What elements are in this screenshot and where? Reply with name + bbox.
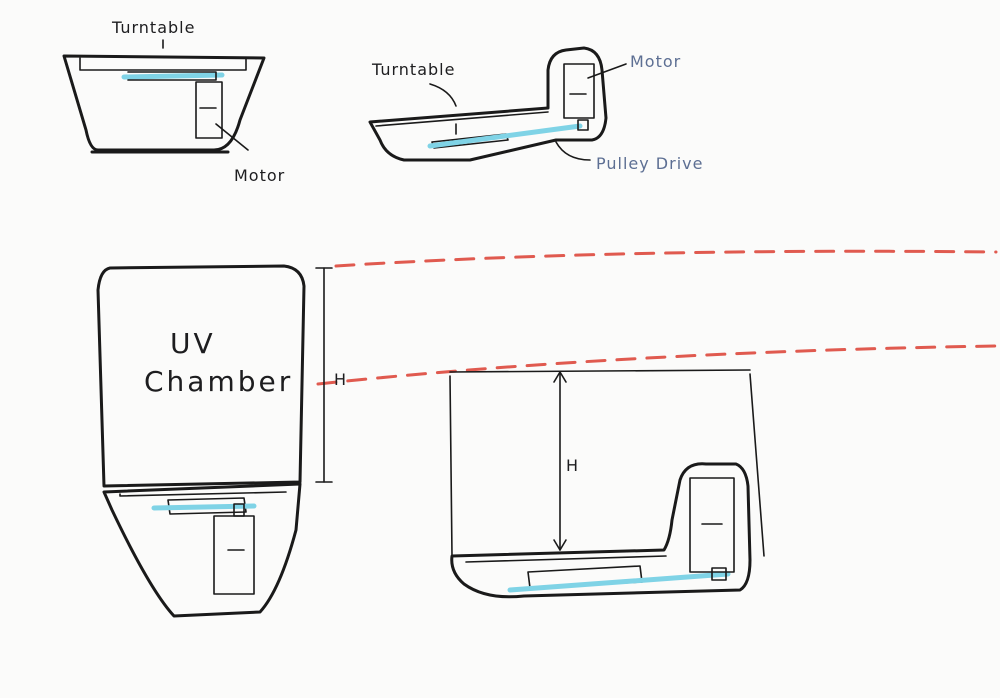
pulley-belt [151,503,257,511]
height-guide-lines [316,249,998,386]
base-side-view-offset [368,46,627,162]
motor-box [689,477,735,573]
chamber-base-outline [102,482,302,618]
turntable-plate [465,555,667,563]
base-side-view-small [62,39,266,154]
belt-housing [127,71,217,81]
turntable-label: Turntable [372,60,456,79]
base-outline [62,54,266,152]
motor-label: Motor [234,166,286,185]
base-offset-outline [368,46,608,162]
uv-label: UV [170,327,216,360]
pulley-belt [121,72,225,80]
top-guide-line [334,249,998,268]
height-label: H [566,456,580,475]
uv-chamber-box [96,264,306,488]
motor-leader [587,63,627,79]
motor-pulley [711,567,727,581]
chamber-label: Chamber [144,365,294,398]
height-arrow-top [553,371,567,383]
pulley-drive-leader [555,141,591,161]
motor-box [195,81,223,139]
pulley-belt [507,571,731,593]
pulley-drive-label: Pulley Drive [596,154,704,173]
bottom-guide-line [316,344,998,386]
height-arrow-bottom [553,539,567,551]
turntable-leader [429,83,457,107]
pulley-belt [427,123,583,149]
motor-leader [215,123,249,151]
motor-box [563,63,595,119]
chamber-right-wall [749,373,765,557]
motor-pulley [577,119,589,131]
motor-label: Motor [630,52,682,71]
offset-base-assembly [449,369,765,599]
turntable-plate [119,491,287,497]
motor-pulley [233,503,245,517]
turntable-plate [375,111,549,127]
height-label: H [334,370,348,389]
turntable-plate [79,57,247,71]
turntable-label: Turntable [112,18,196,37]
chamber-top-line [449,369,751,373]
motor-box [213,515,255,595]
chamber-left-wall [449,375,453,557]
offset-base-outline [450,462,752,599]
uv-chamber-assembly [96,264,333,618]
